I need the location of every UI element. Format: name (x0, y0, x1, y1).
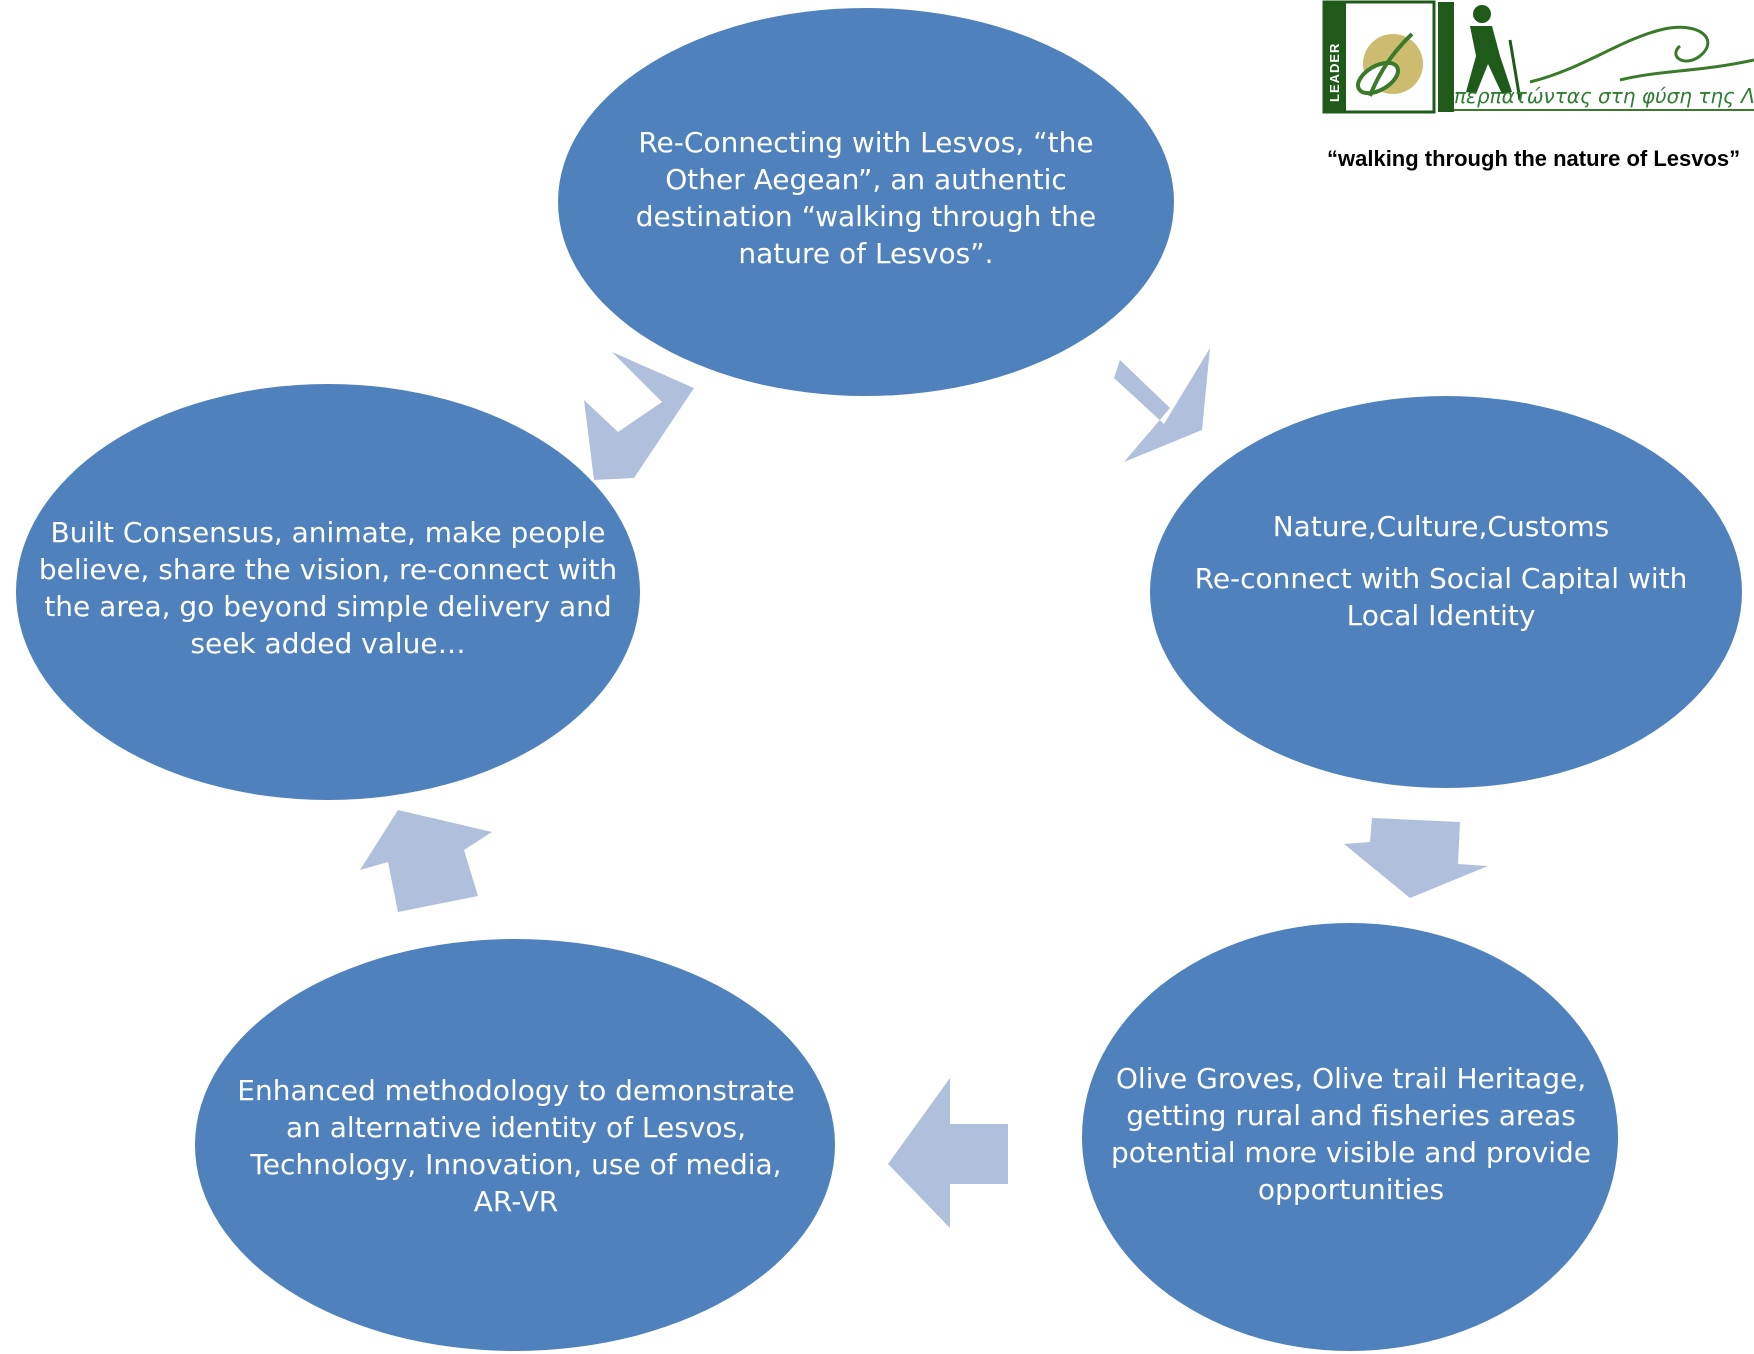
arrow-bottom-right-to-bottom-left (888, 1078, 1008, 1228)
node-bottom-right-text: Olive Groves, Olive trail Heritage, gett… (1082, 1060, 1620, 1208)
arrow-right-to-bottom-right (1344, 818, 1488, 898)
leader-vertical-label: LEADER (1327, 43, 1342, 102)
node-top-ellipse (558, 8, 1174, 396)
node-bottom-left-line: Enhanced methodology to demonstrate an a… (237, 1074, 795, 1218)
logo-swirl (1529, 25, 1754, 84)
node-bottom-left-text: Enhanced methodology to demonstrate an a… (236, 1072, 796, 1220)
node-right-ellipse (1150, 396, 1742, 788)
node-bottom-right-line: Olive Groves, Olive trail Heritage, gett… (1110, 1062, 1591, 1206)
leader-emblem-strip (1324, 2, 1346, 112)
node-left-text: Built Consensus, animate, make people be… (12, 514, 644, 662)
arrow-left-to-top (584, 352, 694, 480)
leader-label-text: LEADER (1327, 43, 1342, 102)
node-right-line-2: Re-connect with Social Capital with Loca… (1194, 562, 1688, 632)
hiker-head (1473, 5, 1491, 23)
hiker-stick (1508, 39, 1522, 101)
node-right-text: Nature,Culture,Customs Re-connect with S… (1158, 508, 1724, 634)
node-left-ellipse (16, 384, 640, 800)
node-right-line-1: Nature,Culture,Customs (1272, 510, 1610, 543)
node-bottom-left-ellipse (195, 939, 835, 1351)
hiker-body (1466, 26, 1512, 94)
arrow-bottom-left-to-left (360, 810, 492, 912)
hiker-icon (1438, 2, 1522, 112)
node-top-line: Re-Connecting with Lesvos, “the Other Ae… (635, 126, 1097, 270)
hiker-frame (1438, 2, 1454, 112)
logo-greek-text: περπατώντας στη φύση της Λέσβου (1454, 84, 1754, 108)
node-top-text: Re-Connecting with Lesvos, “the Other Ae… (628, 124, 1104, 272)
leader-emblem-stem (1368, 32, 1414, 97)
node-bottom-right-ellipse (1082, 923, 1618, 1351)
arrow-top-to-right (1114, 348, 1210, 462)
logo-tagline: “walking through the nature of Lesvos” (1327, 146, 1741, 171)
leader-emblem-icon (1322, 0, 1436, 114)
node-left-line: Built Consensus, animate, make people be… (38, 516, 618, 660)
